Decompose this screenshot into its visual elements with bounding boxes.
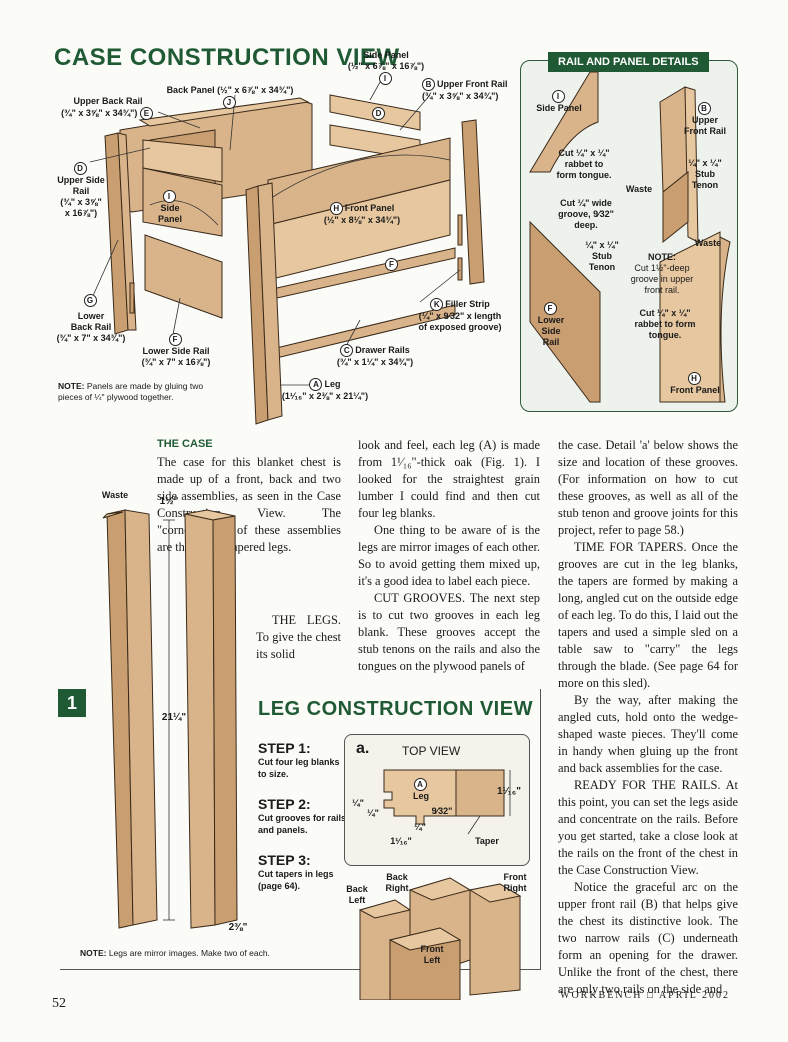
article-col3: the case. Detail 'a' below shows the siz… xyxy=(558,438,739,996)
assembly-back-left: Back Left xyxy=(346,884,368,905)
case-view-note: NOTE: Panels are made by gluing two piec… xyxy=(58,381,204,402)
fig1-waste: Waste xyxy=(101,490,129,500)
case-view-title: CASE CONSTRUCTION VIEW xyxy=(54,44,400,71)
detail-a-dim-bottom: 1¹⁄₁₆" xyxy=(390,836,412,846)
fig1-length: 21¼" xyxy=(161,712,187,723)
fig1-bottom-width: 2⅜" xyxy=(228,922,248,933)
label-back-panel: Back Panel (½" x 6⅞" x 34¾") J xyxy=(166,85,294,109)
label-upper-back-rail: Upper Back Rail (¾" x 3⅝" x 34¾") E xyxy=(58,96,158,120)
detail-a-dim-quarter-c: ¼" xyxy=(414,822,426,832)
detail-a-title: TOP VIEW xyxy=(402,744,461,758)
fig1-note: NOTE: Legs are mirror images. Make two o… xyxy=(80,948,270,958)
detail-a-dim-quarter-b: ¼" xyxy=(367,808,379,818)
rd-note: NOTE: Cut 1½"-deep groove in upper front… xyxy=(630,252,694,295)
label-d-marker: D xyxy=(372,107,386,120)
step-2: STEP 2:Cut grooves for rails and panels. xyxy=(258,796,347,835)
rd-rabbet-text: Cut ¼" x ¼" rabbet to form tongue. xyxy=(556,148,612,180)
fig1-legs-illustration xyxy=(102,509,238,929)
detail-a-leg: A Leg xyxy=(412,778,429,801)
rd-front-panel: H Front Panel xyxy=(670,372,720,395)
detail-a-dim-right: 1¹⁄₁₆" xyxy=(497,786,521,797)
detail-a-taper: Taper xyxy=(475,836,499,846)
rd-stub-tenon-right: ¼" x ¼" Stub Tenon xyxy=(688,158,722,190)
label-side-panel-top: Side Panel (½" x 6⅞" x 16⅞") I xyxy=(347,50,425,85)
label-upper-side-rail: D Upper Side Rail (¾" x 3⅝" x 16⅞") xyxy=(57,162,105,218)
legs-assembly-illustration xyxy=(358,877,522,1000)
footer-magazine-info: WORKBENCH □ APRIL 2002 xyxy=(560,990,730,1001)
rd-groove-text: Cut ¼" wide groove, 9⁄32" deep. xyxy=(558,198,614,230)
rail-details-title: RAIL AND PANEL DETAILS xyxy=(548,52,709,72)
label-side-panel-mid: I Side Panel xyxy=(157,190,182,224)
label-f-marker: F xyxy=(385,258,399,271)
rd-side-panel: I Side Panel xyxy=(536,90,582,113)
rd-waste-right: Waste xyxy=(694,238,722,248)
step-1: STEP 1:Cut four leg blanks to size. xyxy=(258,740,340,779)
leg-view-box xyxy=(60,689,541,970)
rd-waste-left: Waste xyxy=(625,184,653,194)
label-lower-side-rail: F Lower Side Rail (¾" x 7" x 16⅞") xyxy=(141,333,211,367)
rd-rabbet-right: Cut ¼" x ¼" rabbet to form tongue. xyxy=(634,308,696,340)
rd-lower-side-rail: F Lower Side Rail xyxy=(537,302,565,347)
case-construction-illustration xyxy=(89,74,485,425)
rail-details-illustration xyxy=(529,71,731,403)
detail-a-dim-9-32: 9⁄32" xyxy=(431,806,453,816)
assembly-front-right: Front Right xyxy=(503,872,527,893)
rd-upper-front-rail: B Upper Front Rail xyxy=(684,102,726,136)
detail-a-letter: a. xyxy=(356,740,370,757)
article-col2: look and feel, each leg (A) is made from… xyxy=(358,438,540,673)
detail-a-illustration xyxy=(383,769,511,835)
leg-view-title: LEG CONSTRUCTION VIEW xyxy=(258,698,533,720)
assembly-front-left: Front Left xyxy=(420,944,444,965)
page-number: 52 xyxy=(52,996,66,1011)
case-heading: THE CASE xyxy=(157,438,213,450)
label-lower-back-rail: G Lower Back Rail (¾" x 7" x 34¾") xyxy=(56,294,126,343)
detail-a-dim-quarter-a: ¼" xyxy=(352,798,364,808)
lower-side-rail-shape xyxy=(144,234,223,319)
fig1-number: 1 xyxy=(58,689,86,717)
fig1-width: 1½" xyxy=(159,496,179,507)
step-3: STEP 3:Cut tapers in legs (page 64). xyxy=(258,852,334,891)
article-col1-bottom: THE LEGS. To give the chest its solid xyxy=(256,613,341,661)
assembly-back-right: Back Right xyxy=(385,872,409,893)
rd-stub-tenon-left: ¼" x ¼" Stub Tenon xyxy=(585,240,619,272)
